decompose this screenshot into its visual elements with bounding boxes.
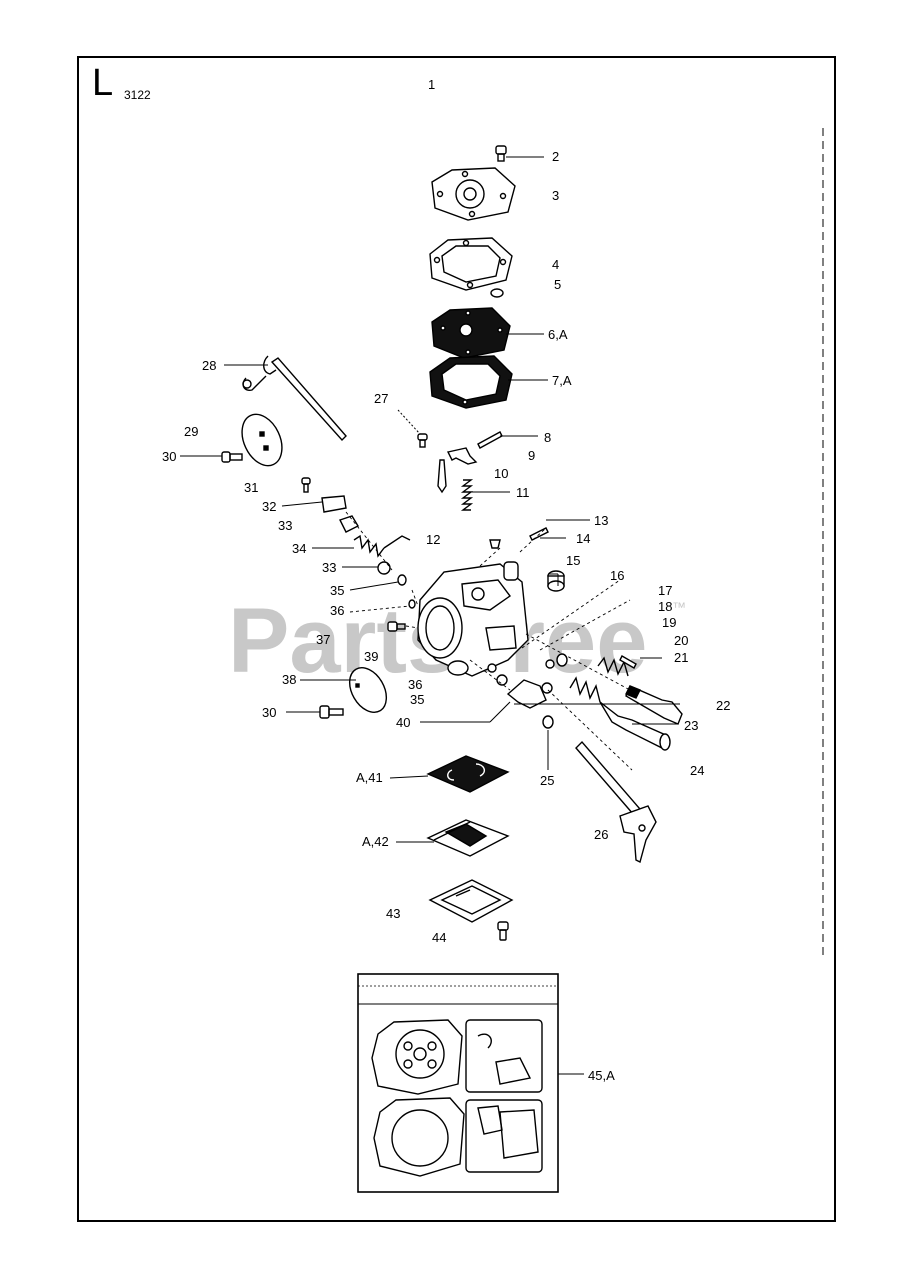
part-28-shaft <box>242 355 347 442</box>
callout-13: 13 <box>594 513 608 528</box>
callout-33-lower: 33 <box>322 560 336 575</box>
part-12-insert <box>503 561 519 581</box>
callout-8: 8 <box>544 430 551 445</box>
part-45-kit <box>357 973 559 1193</box>
part-33-washer <box>377 561 391 575</box>
part-35-washer <box>397 574 407 586</box>
callout-39: 39 <box>364 649 378 664</box>
callout-30-lower: 30 <box>262 705 276 720</box>
callout-2: 2 <box>552 149 559 164</box>
callout-35-lower: 35 <box>410 692 424 707</box>
callout-16: 16 <box>610 568 624 583</box>
callout-25: 25 <box>540 773 554 788</box>
part-40-bracket <box>506 679 547 709</box>
part-18-oring <box>556 653 568 667</box>
part-21-pin <box>619 655 637 669</box>
callout-45: 45,A <box>588 1068 615 1083</box>
callout-3: 3 <box>552 188 559 203</box>
callout-11: 11 <box>516 485 530 500</box>
part-25-washer <box>542 715 554 729</box>
part-9-lever <box>446 447 478 465</box>
part-44-screw <box>497 921 509 941</box>
callout-40: 40 <box>396 715 410 730</box>
callout-27: 27 <box>374 391 388 406</box>
watermark-trademark: ™ <box>672 599 686 615</box>
callout-28: 28 <box>202 358 216 373</box>
callout-7: 7,A <box>552 373 572 388</box>
part-2-screw <box>495 145 507 162</box>
part-34-spring <box>353 534 385 558</box>
part-23-needle <box>599 701 671 751</box>
callout-31: 31 <box>244 480 258 495</box>
callout-34: 34 <box>292 541 306 556</box>
callout-18: 18 <box>658 599 672 614</box>
part-43-cover <box>428 879 514 923</box>
callout-44: 44 <box>432 930 446 945</box>
callout-23: 23 <box>684 718 698 733</box>
callout-41: A,41 <box>356 770 383 785</box>
callout-33-upper: 33 <box>278 518 292 533</box>
part-14-plug <box>489 539 501 549</box>
part-30-screw-lower <box>319 705 344 719</box>
callout-15: 15 <box>566 553 580 568</box>
part-29-plate <box>241 413 283 467</box>
callout-26: 26 <box>594 827 608 842</box>
callout-1: 1 <box>428 77 435 92</box>
callout-21: 21 <box>674 650 688 665</box>
section-code: 3122 <box>124 88 151 102</box>
part-30-screw-upper <box>221 451 243 463</box>
part-10-needle <box>437 459 447 494</box>
part-32-bracket <box>321 495 347 513</box>
callout-43: 43 <box>386 906 400 921</box>
callout-35-upper: 35 <box>330 583 344 598</box>
part-26-choke-shaft <box>575 740 657 864</box>
callout-36-lower: 36 <box>408 677 422 692</box>
callout-36-upper: 36 <box>330 603 344 618</box>
part-39-screw <box>387 621 406 632</box>
callout-labels: 1 2 3 4 5 6,A 7,A 8 9 10 11 12 13 14 15 … <box>162 77 730 1083</box>
leader-lines <box>180 156 680 1075</box>
part-7-gasket <box>429 355 513 409</box>
part-5-ring <box>490 288 504 298</box>
callout-9: 9 <box>528 448 535 463</box>
part-19-spring <box>569 676 601 703</box>
callout-20: 20 <box>674 633 688 648</box>
callout-14: 14 <box>576 531 590 546</box>
part-17-washer <box>545 659 555 669</box>
callout-29: 29 <box>184 424 198 439</box>
part-31-screw <box>301 477 311 493</box>
part-36-washer <box>408 599 416 609</box>
part-8-pin <box>477 431 503 449</box>
callout-32: 32 <box>262 499 276 514</box>
part-33-bushing <box>339 515 359 533</box>
part-22-needle <box>625 685 683 725</box>
part-36-lower-washer <box>487 663 497 673</box>
part-42-gasket <box>426 819 510 857</box>
part-15-cap <box>547 570 565 592</box>
part-4-gasket <box>429 237 513 291</box>
part-11-spring <box>460 479 474 511</box>
part-35-lower-washer <box>496 674 508 686</box>
callout-24: 24 <box>690 763 704 778</box>
section-letter: L <box>92 62 114 104</box>
part-6-diaphragm <box>431 307 511 359</box>
callout-17: 17 <box>658 583 672 598</box>
callout-10: 10 <box>494 466 508 481</box>
callout-42: A,42 <box>362 834 389 849</box>
callout-38: 38 <box>282 672 296 687</box>
callout-5: 5 <box>554 277 561 292</box>
callout-22: 22 <box>716 698 730 713</box>
callout-37: 37 <box>316 632 330 647</box>
diagram-frame <box>77 56 836 1222</box>
callout-12: 12 <box>426 532 440 547</box>
callout-6: 6,A <box>548 327 568 342</box>
part-27-screw <box>417 433 428 448</box>
callout-4: 4 <box>552 257 559 272</box>
part-41-gasket <box>426 755 510 793</box>
callout-19: 19 <box>662 615 676 630</box>
callout-30-upper: 30 <box>162 449 176 464</box>
part-3-cover <box>431 167 516 221</box>
part-38-plate <box>348 667 388 713</box>
